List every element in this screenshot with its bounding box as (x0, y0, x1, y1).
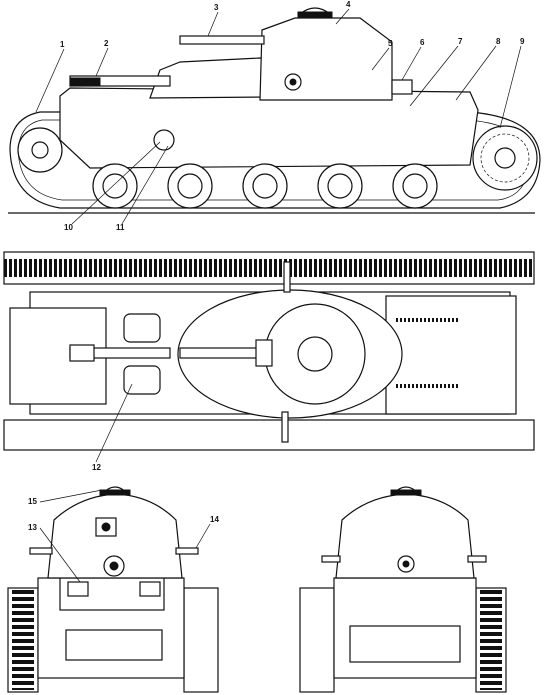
side-track (9, 111, 541, 209)
side-view-callouts: 1 2 3 4 5 6 7 8 9 10 11 (35, 0, 525, 232)
side-idler-hub (31, 141, 49, 159)
leader-2 (95, 47, 109, 77)
rear-cupola-band (390, 489, 422, 496)
callout-1: 1 (60, 40, 65, 49)
road-wheel-hub (102, 173, 128, 199)
top-hull-gun-muzzle (69, 344, 95, 362)
callout-15: 15 (28, 497, 37, 506)
top-pin-upper (283, 261, 291, 293)
top-track-lower (3, 419, 535, 451)
leader-7 (409, 45, 459, 107)
front-view: 15 13 14 (7, 486, 219, 693)
side-turret-gun (179, 35, 265, 45)
front-hull-gun-bore (109, 561, 119, 571)
front-side-pin-left (29, 547, 53, 555)
callout-5: 5 (388, 39, 393, 48)
leader-14 (195, 523, 211, 549)
side-cupola-band (297, 11, 333, 19)
leader-4 (335, 8, 350, 25)
callout-7: 7 (458, 37, 463, 46)
callout-3: 3 (214, 3, 219, 12)
callout-13: 13 (28, 523, 37, 532)
leader-11 (121, 145, 169, 225)
side-gun-muzzle (69, 77, 101, 86)
top-gunner-hatch (123, 365, 161, 395)
leader-12 (95, 383, 133, 463)
callout-9: 9 (520, 37, 525, 46)
leader-5 (371, 47, 390, 71)
front-tow-box (65, 629, 163, 661)
callout-11: 11 (116, 223, 125, 232)
callout-12: 12 (92, 463, 101, 472)
front-light (67, 581, 89, 597)
leader-3 (207, 11, 219, 37)
side-hull-hatch (153, 129, 175, 151)
callout-10: 10 (64, 223, 73, 232)
leader-13 (39, 527, 81, 583)
callout-4: 4 (346, 0, 351, 9)
callout-2: 2 (104, 39, 109, 48)
front-light (139, 581, 161, 597)
front-track-right (183, 587, 219, 693)
road-wheel-hub (177, 173, 203, 199)
leader-9 (499, 45, 522, 129)
callout-6: 6 (420, 38, 425, 47)
leader-1 (35, 48, 65, 113)
top-gun-mantlet (255, 339, 273, 367)
top-driver-hatch (123, 313, 161, 343)
leader-10 (71, 141, 161, 225)
road-wheel-hub (402, 173, 428, 199)
side-sprocket-hub (494, 147, 516, 169)
rear-vision-port-center (402, 560, 410, 568)
road-wheel-hub (327, 173, 353, 199)
side-turret (259, 17, 393, 101)
rear-view (299, 486, 507, 693)
top-view: 12 (3, 251, 535, 472)
callout-8: 8 (496, 37, 501, 46)
leader-6 (401, 46, 422, 81)
front-cupola-band (99, 489, 131, 496)
side-road-wheels (92, 163, 438, 209)
side-view (8, 7, 541, 214)
top-engine-deck (385, 295, 517, 415)
front-side-pin-right (175, 547, 199, 555)
callout-14: 14 (210, 515, 219, 524)
rear-side-pin-right (467, 555, 487, 563)
top-cupola (297, 336, 333, 372)
top-pin-lower (281, 411, 289, 443)
front-turret-gun-bore (101, 522, 111, 532)
rear-side-pin-left (321, 555, 341, 563)
leader-8 (455, 45, 497, 101)
side-vision-port-center (289, 78, 297, 86)
rear-track-left (299, 587, 335, 693)
road-wheel-hub (252, 173, 278, 199)
side-sprocket-teeth (480, 133, 530, 183)
rear-engine-door (349, 625, 461, 663)
side-exhaust-box (391, 79, 413, 95)
leader-15 (39, 489, 103, 503)
